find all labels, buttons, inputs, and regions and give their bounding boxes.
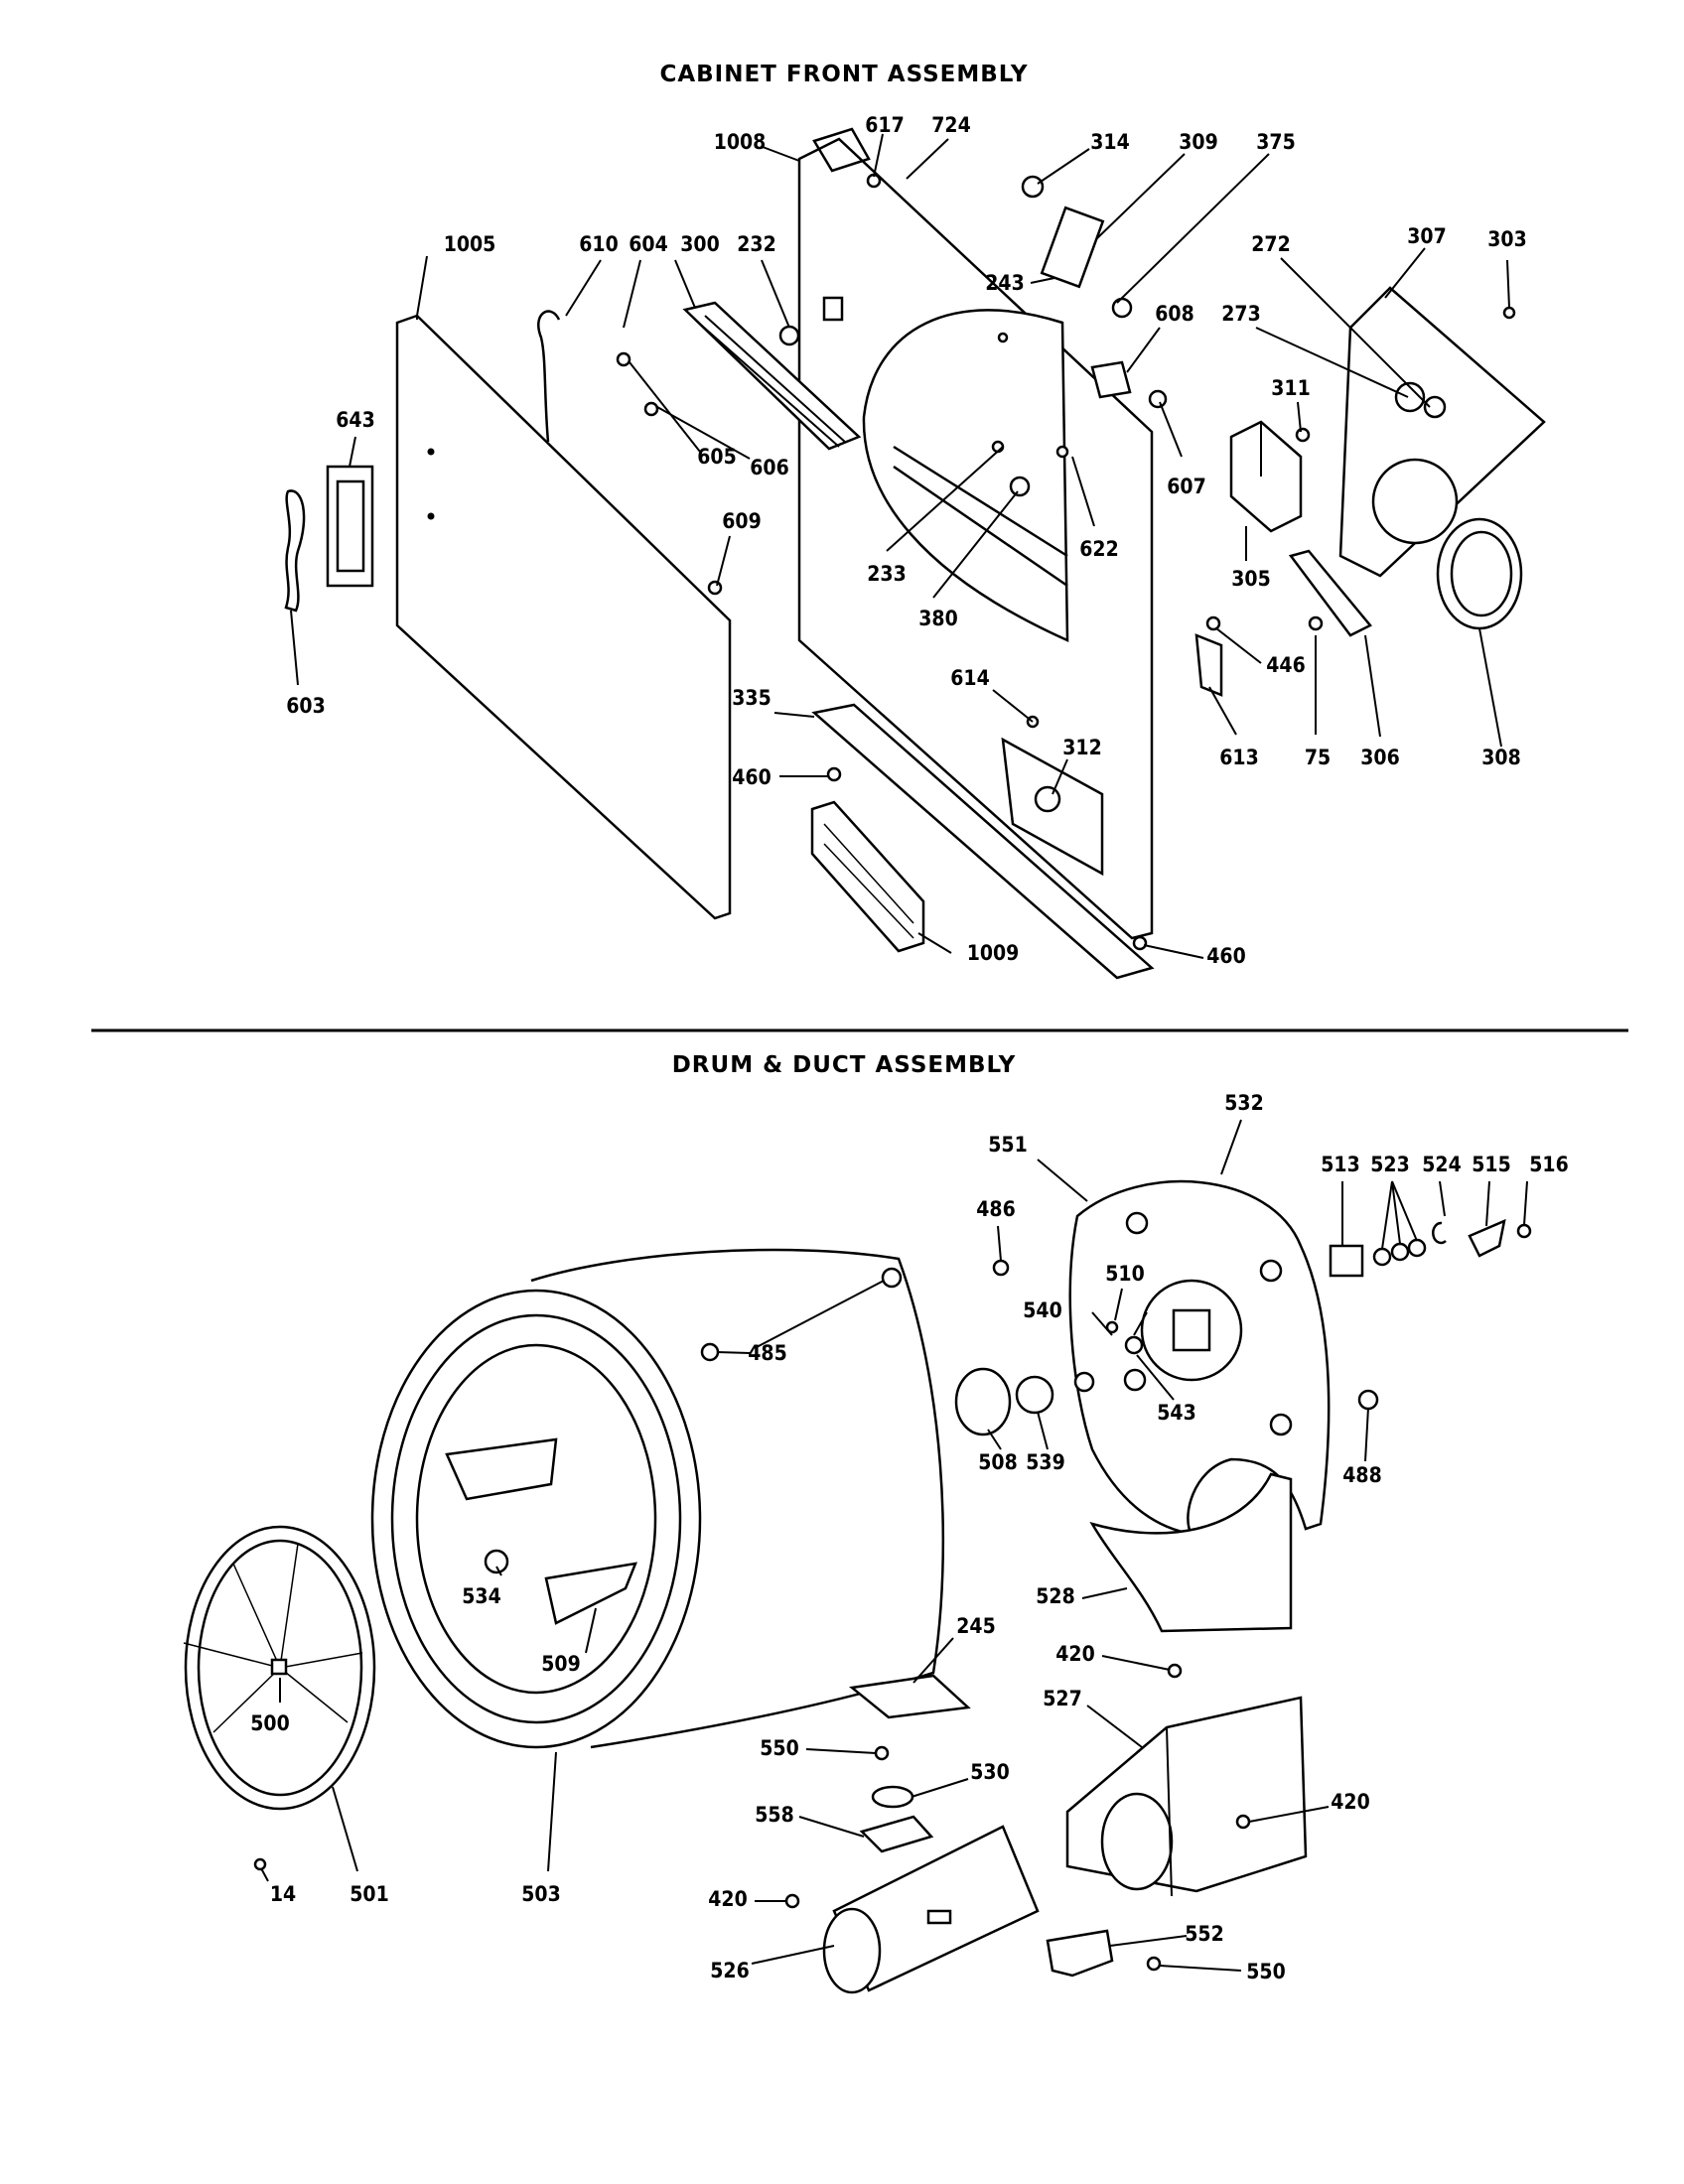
toe-grille [810, 800, 925, 953]
callout-243: 243 [985, 271, 1024, 295]
callout-550-a: 550 [760, 1736, 798, 1760]
callout-552: 552 [1185, 1922, 1223, 1946]
callout-508: 508 [978, 1450, 1017, 1474]
callout-613: 613 [1219, 746, 1258, 769]
callout-1009: 1009 [967, 941, 1020, 965]
callout-614: 614 [950, 666, 989, 690]
callout-1008: 1008 [714, 130, 767, 154]
callout-524: 524 [1422, 1153, 1461, 1176]
door-handle [284, 489, 306, 613]
heater-element [822, 1825, 1040, 1994]
callout-335: 335 [732, 686, 771, 710]
callout-617: 617 [865, 113, 904, 137]
drum-section-title: DRUM & DUCT ASSEMBLY [672, 1052, 1017, 1078]
front-panel [395, 314, 732, 920]
callout-308: 308 [1481, 746, 1520, 769]
callout-14: 14 [270, 1882, 296, 1906]
callout-272: 272 [1251, 232, 1290, 256]
callout-375: 375 [1256, 130, 1295, 154]
callout-543: 543 [1157, 1401, 1195, 1425]
callout-245: 245 [956, 1614, 995, 1638]
callout-607: 607 [1167, 475, 1205, 498]
callout-515: 515 [1472, 1153, 1510, 1176]
callout-510: 510 [1105, 1262, 1144, 1286]
callout-500: 500 [250, 1711, 289, 1735]
door-seal-ring [1436, 517, 1523, 630]
callout-610: 610 [579, 232, 618, 256]
thermostat-assembly [859, 1785, 934, 1853]
callout-312: 312 [1062, 736, 1101, 759]
callout-420-a: 420 [1055, 1642, 1094, 1666]
callout-1005: 1005 [444, 232, 496, 256]
lint-duct [1089, 1472, 1293, 1633]
callout-539: 539 [1026, 1450, 1064, 1474]
callout-605: 605 [697, 445, 736, 469]
callout-523: 523 [1370, 1153, 1409, 1176]
rear-bulkhead [1068, 1179, 1331, 1536]
callout-460-lower: 460 [1206, 944, 1245, 968]
callout-551: 551 [988, 1133, 1027, 1157]
callout-305: 305 [1231, 567, 1270, 591]
control-grille [682, 301, 862, 451]
lamp-wire [537, 310, 561, 443]
hi-limit-thermostat [1046, 1929, 1114, 1978]
callout-311: 311 [1271, 376, 1310, 400]
callout-501: 501 [350, 1882, 388, 1906]
callout-509: 509 [541, 1652, 580, 1676]
callout-534: 534 [462, 1584, 500, 1608]
cabinet-front [797, 127, 1154, 940]
callout-485: 485 [748, 1341, 786, 1365]
callout-306: 306 [1360, 746, 1399, 769]
callout-314: 314 [1090, 130, 1129, 154]
callout-513: 513 [1321, 1153, 1359, 1176]
callout-608: 608 [1155, 302, 1193, 326]
callout-273: 273 [1221, 302, 1260, 326]
toe-strip [811, 703, 1155, 980]
cabinet-section-title: CABINET FRONT ASSEMBLY [659, 62, 1028, 87]
callout-232: 232 [737, 232, 775, 256]
callout-420-c: 420 [1331, 1790, 1369, 1814]
leader-lines [260, 133, 1528, 1972]
cabinet-hardware [616, 173, 1516, 951]
callout-724: 724 [931, 113, 970, 137]
callout-516: 516 [1529, 1153, 1568, 1176]
callout-233: 233 [867, 562, 906, 586]
callout-528: 528 [1036, 1584, 1074, 1608]
callout-380: 380 [918, 607, 957, 630]
callout-503: 503 [521, 1882, 560, 1906]
callout-307: 307 [1407, 224, 1446, 248]
callout-300: 300 [680, 232, 719, 256]
callout-75: 75 [1305, 746, 1331, 769]
callout-486: 486 [976, 1197, 1015, 1221]
heater-shield [848, 1674, 971, 1719]
callout-622: 622 [1079, 537, 1118, 561]
heater-housing [1065, 1696, 1308, 1897]
drum-rear-bulkhead [183, 1525, 376, 1811]
callout-604: 604 [629, 232, 667, 256]
callout-609: 609 [722, 509, 761, 533]
callout-532: 532 [1224, 1091, 1263, 1115]
callout-530: 530 [970, 1760, 1009, 1784]
callout-309: 309 [1179, 130, 1217, 154]
rear-bracket [1338, 286, 1546, 578]
callout-540: 540 [1023, 1298, 1061, 1322]
switch-box [1229, 420, 1303, 533]
callout-526: 526 [710, 1959, 749, 1982]
callout-643: 643 [336, 408, 374, 432]
callout-527: 527 [1043, 1687, 1081, 1710]
callouts: 1008 617 724 314 309 375 1005 610 604 30… [250, 113, 1568, 1983]
callout-446: 446 [1266, 653, 1305, 677]
idler-pulley [954, 1367, 1095, 1436]
callout-606: 606 [750, 456, 788, 479]
callout-550-b: 550 [1246, 1960, 1285, 1983]
callout-558: 558 [755, 1803, 793, 1827]
drum [370, 1248, 945, 1749]
callout-603: 603 [286, 694, 325, 718]
lamp-lens [326, 465, 374, 588]
callout-488: 488 [1342, 1463, 1381, 1487]
callout-303: 303 [1487, 227, 1526, 251]
callout-420-b: 420 [708, 1887, 747, 1911]
callout-460-upper: 460 [732, 765, 771, 789]
